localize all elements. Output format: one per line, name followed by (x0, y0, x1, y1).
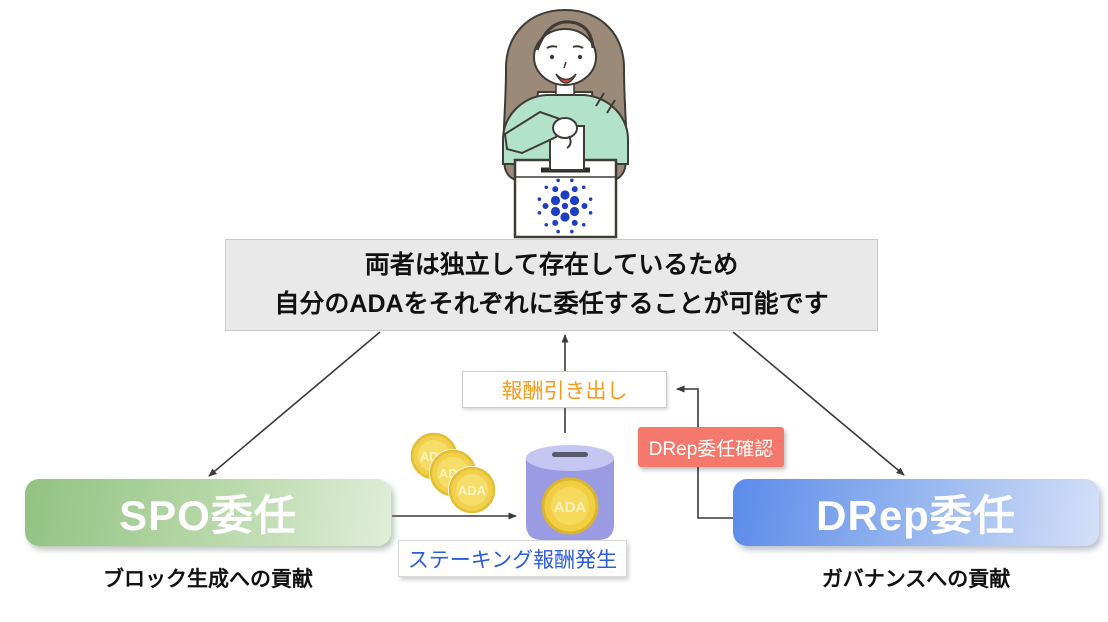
ada-coins-icon: ADA ADA ADA (410, 432, 496, 514)
drep-caption: ガバナンスへの貢献 (733, 565, 1099, 591)
finger (566, 135, 572, 149)
mouth (555, 73, 577, 84)
spo-caption: ブロック生成への貢献 (25, 565, 391, 591)
drep-check-box: DRep委任確認 (638, 427, 784, 467)
nose (563, 61, 567, 69)
spo-delegation-label: SPO委任 (119, 492, 297, 539)
coin-text: ADA (458, 483, 487, 498)
eye-left (549, 54, 555, 60)
arm-sleeve (503, 110, 562, 155)
arrow-title-to-spo (208, 331, 381, 477)
title-line-2: 自分のADAをそれぞれに委任することが可能です (274, 290, 829, 318)
arrow-title-to-drep (732, 331, 905, 476)
bank-slot (552, 452, 588, 457)
hand (552, 117, 578, 139)
motion-line-1 (595, 92, 605, 107)
ada-coin-3: ADA (448, 466, 496, 514)
voter-illustration (502, 8, 629, 239)
reward-withdrawal-label: 報酬引き出し (501, 379, 628, 403)
drep-caption-text: ガバナンスへの貢献 (821, 568, 1011, 591)
reward-withdrawal-box: 報酬引き出し (462, 371, 667, 408)
title-box: 両者は独立して存在しているため 自分のADAをそれぞれに委任することが可能です (225, 239, 878, 331)
bank-coin-face (551, 487, 589, 525)
eyebrow-right (572, 45, 584, 49)
drep-delegation-box: DRep委任 (733, 479, 1099, 546)
piggy-bank-cylinder-icon: ADA (526, 445, 614, 540)
title-line-1: 両者は独立して存在しているため (364, 251, 739, 279)
spo-caption-text: ブロック生成への貢献 (103, 568, 313, 591)
cardano-logo-icon (537, 178, 593, 234)
eye-right (577, 54, 583, 60)
eyebrow-left (546, 45, 558, 49)
bank-top (526, 445, 614, 471)
drep-delegation-label: DRep委任 (816, 492, 1016, 539)
coin-text: ADA (554, 499, 587, 516)
staking-reward-box: ステーキング報酬発生 (398, 540, 627, 577)
drep-check-label: DRep委任確認 (648, 438, 774, 460)
spo-delegation-box: SPO委任 (25, 479, 391, 546)
motion-line-2 (606, 99, 616, 114)
staking-reward-label: ステーキング報酬発生 (407, 548, 618, 572)
bangs (535, 20, 595, 51)
face (533, 28, 597, 86)
